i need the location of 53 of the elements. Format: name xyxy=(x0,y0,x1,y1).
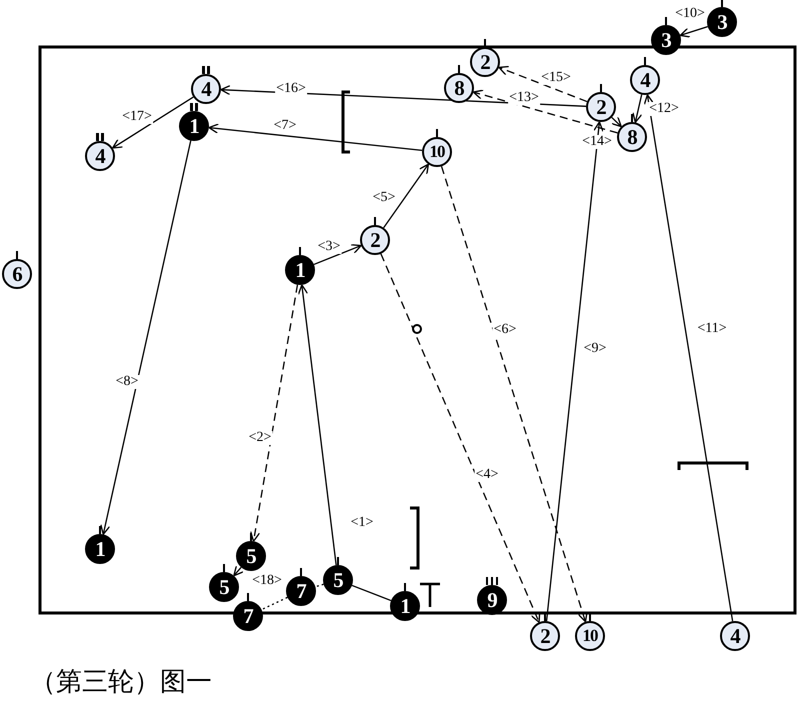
player-marker: 2 xyxy=(530,621,560,651)
edge-label: <2> xyxy=(248,431,272,445)
edge-label: <15> xyxy=(540,71,572,85)
player-marker: 5 xyxy=(209,572,239,602)
player-marker: 1 xyxy=(285,255,315,285)
player-marker: 7 xyxy=(233,601,263,631)
player-marker: 2 xyxy=(360,225,390,255)
edge-label: <14> xyxy=(581,135,613,149)
player-marker: 8 xyxy=(444,73,474,103)
arrow xyxy=(383,164,430,228)
player-marker: 1 xyxy=(179,111,209,141)
arrow xyxy=(233,565,244,576)
caption: （第三轮）图一 xyxy=(30,666,212,699)
player-marker: 4 xyxy=(630,65,660,95)
player-marker: 10 xyxy=(575,621,605,651)
edge-label: <8> xyxy=(114,375,140,389)
arrow xyxy=(498,66,588,102)
player-marker: 10 xyxy=(422,137,452,167)
player-marker: 5 xyxy=(236,541,266,571)
player-marker: 1 xyxy=(85,534,115,564)
edge-label: <4> xyxy=(474,468,500,482)
player-marker: 3 xyxy=(707,7,737,37)
edge-label: <12> xyxy=(648,102,680,116)
arrow xyxy=(610,116,622,128)
arrow xyxy=(298,284,337,566)
arrow xyxy=(208,123,422,152)
player-marker: 3 xyxy=(651,25,681,55)
player-marker: 4 xyxy=(191,74,221,104)
player-marker: 1 xyxy=(390,591,420,621)
arrow xyxy=(112,96,194,149)
arrow xyxy=(472,90,618,134)
arrow xyxy=(546,121,604,622)
arrow xyxy=(314,244,362,266)
player-marker: 4 xyxy=(85,141,115,171)
arrow xyxy=(440,166,588,622)
player-marker: 9 xyxy=(477,585,507,615)
player-marker: 4 xyxy=(720,621,750,651)
edge-label: <17> xyxy=(121,110,153,124)
player-marker: 2 xyxy=(470,47,500,77)
edge-label: <13> xyxy=(508,91,540,105)
edge-label: <6> xyxy=(492,323,518,337)
player-marker: 8 xyxy=(617,122,647,152)
arrow xyxy=(632,94,642,124)
player-marker: 7 xyxy=(286,576,316,606)
player-marker: 6 xyxy=(2,259,32,289)
player-marker: 2 xyxy=(586,92,616,122)
player-marker: 5 xyxy=(323,565,353,595)
arrow xyxy=(250,284,298,542)
edge-label: <3> xyxy=(316,240,342,254)
arrow xyxy=(380,254,540,623)
edge-label: <16> xyxy=(275,82,307,96)
arrow xyxy=(680,26,708,38)
arrow xyxy=(100,140,192,536)
